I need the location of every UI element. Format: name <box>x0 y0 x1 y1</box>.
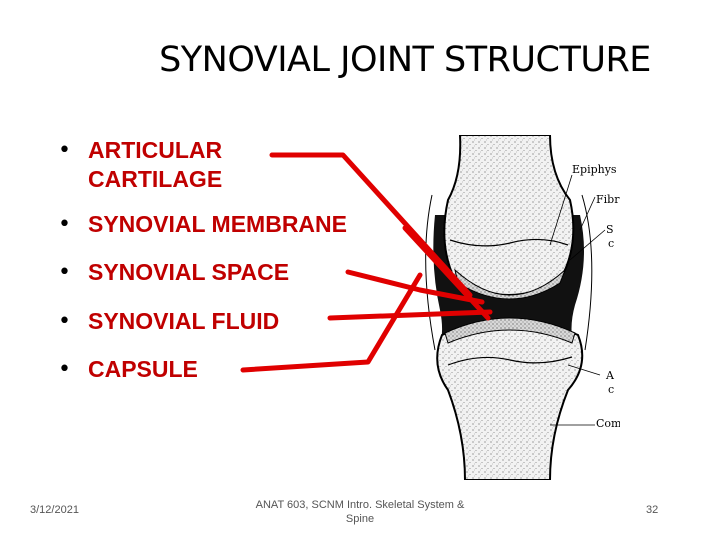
lower-bone <box>436 319 584 480</box>
bullet-label: ARTICULAR CARTILAGE <box>88 137 223 192</box>
bullet-dot: • <box>58 138 71 163</box>
label-cartilage-c: c <box>608 237 614 250</box>
slide-title: SYNOVIAL JOINT STRUCTURE <box>159 40 651 80</box>
bullet-dot: • <box>58 212 71 237</box>
bullet-label: SYNOVIAL MEMBRANE <box>88 211 347 237</box>
upper-bone <box>443 135 575 296</box>
bullet-dot: • <box>58 357 71 382</box>
label-epiphysis: Epiphys <box>572 163 617 176</box>
label-articular-c: c <box>608 383 614 396</box>
label-articular: A <box>605 369 615 382</box>
synovial-joint-diagram: Epiphys Fibro S c A c Comp <box>425 135 620 480</box>
bullet-label: SYNOVIAL SPACE <box>88 259 290 285</box>
footer-page-number: 32 <box>646 504 659 516</box>
footer-date: 3/12/2021 <box>30 504 79 516</box>
bullet-label: CAPSULE <box>88 356 198 382</box>
label-compact: Comp <box>596 417 620 430</box>
bullet-label: SYNOVIAL FLUID <box>88 308 280 334</box>
label-synovial: S <box>606 223 614 236</box>
bullet-dot: • <box>58 309 71 334</box>
footer-course: ANAT 603, SCNM Intro. Skeletal System & … <box>255 499 465 525</box>
bullet-dot: • <box>58 260 71 285</box>
label-fibrous: Fibro <box>596 193 620 206</box>
